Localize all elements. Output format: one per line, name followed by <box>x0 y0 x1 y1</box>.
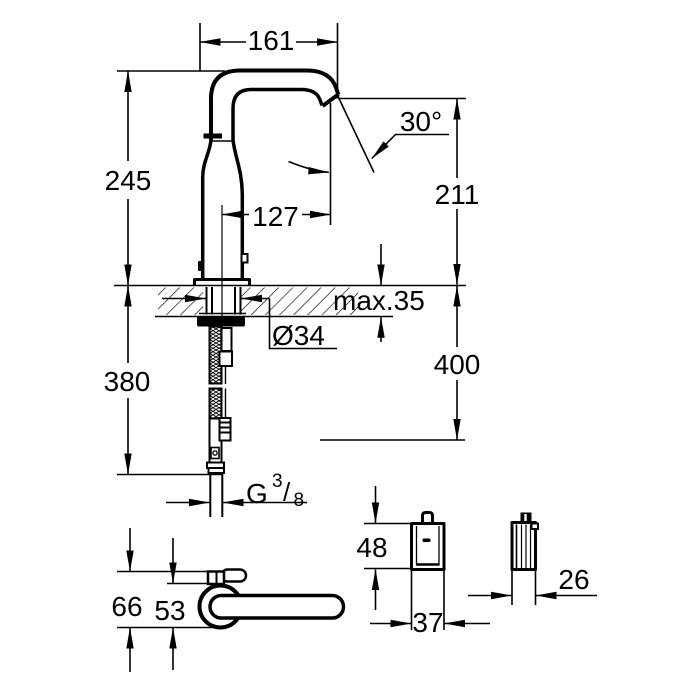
thread-slash: / <box>283 477 291 507</box>
dim-30-leader-arrow <box>371 133 397 160</box>
mounting-nut <box>197 316 245 327</box>
box-side-extension-lines <box>511 570 537 605</box>
dim-161-extension-lines <box>199 23 339 99</box>
body-right-outline <box>231 139 245 278</box>
control-box-side-view: 26 <box>468 512 597 605</box>
dim-30-label: 30° <box>400 106 442 137</box>
cable-sleeve <box>220 327 233 352</box>
control-box-front-view: 48 37 <box>356 486 490 638</box>
spout-mouth-edge <box>321 92 340 108</box>
hose-clamp <box>210 446 220 460</box>
dim-48-label: 48 <box>356 532 387 563</box>
body-notch <box>198 261 204 271</box>
dim-127-label: 127 <box>252 201 299 232</box>
dim-53-label: 53 <box>154 595 185 626</box>
plan-spout-body <box>208 593 346 620</box>
plan-view: 66 53 <box>111 528 346 672</box>
box-side-inner-lines <box>520 524 532 568</box>
dim-245-label: 245 <box>105 165 152 196</box>
body-left-outline <box>200 139 213 278</box>
box-front-extension-lines <box>364 522 445 630</box>
sensor-knob <box>240 253 249 264</box>
dim-37-label: 37 <box>412 607 443 638</box>
box-front-led-slot <box>422 538 431 542</box>
box-side-tab <box>530 522 539 530</box>
thread-denominator: 8 <box>294 490 305 511</box>
thread-tube <box>209 473 224 517</box>
dim-161-label: 161 <box>248 25 295 56</box>
jet-direction-line <box>337 95 375 173</box>
main-front-view: 161 245 380 211 400 127 30° <box>104 23 481 517</box>
box-side-nipple-slit <box>524 514 527 523</box>
cable-connector-upper <box>218 350 233 367</box>
thread-letter: G <box>246 478 268 509</box>
swivel-curved-arrow <box>288 160 330 175</box>
swivel-joint-mark <box>203 133 222 139</box>
dim-400-label: 400 <box>434 349 481 380</box>
mounting-shank <box>205 287 242 315</box>
counter-hatch-left <box>158 287 203 315</box>
spout-outer-outline <box>209 68 341 140</box>
dim-211-label: 211 <box>435 179 480 210</box>
dim-hole-leader <box>268 298 337 350</box>
dim-380-label: 380 <box>104 366 151 397</box>
thread-numerator: 3 <box>272 471 283 492</box>
dim-hole-label: Ø34 <box>272 320 325 351</box>
hose-clamp-screw <box>212 450 218 456</box>
dim-max35-label: max.35 <box>333 285 425 316</box>
spout-inner-outline <box>231 87 324 140</box>
box-front-inner-walls <box>415 526 440 566</box>
box-side-outline <box>510 521 537 571</box>
dim-26-label: 26 <box>558 564 589 595</box>
box-front-nipple <box>421 511 434 524</box>
flex-hose-lower <box>208 387 223 420</box>
cable-plug-bands <box>220 421 230 434</box>
cable-plug <box>218 417 232 442</box>
dim-66-label: 66 <box>111 591 142 622</box>
hose-end-fitting-bottom <box>207 467 225 474</box>
